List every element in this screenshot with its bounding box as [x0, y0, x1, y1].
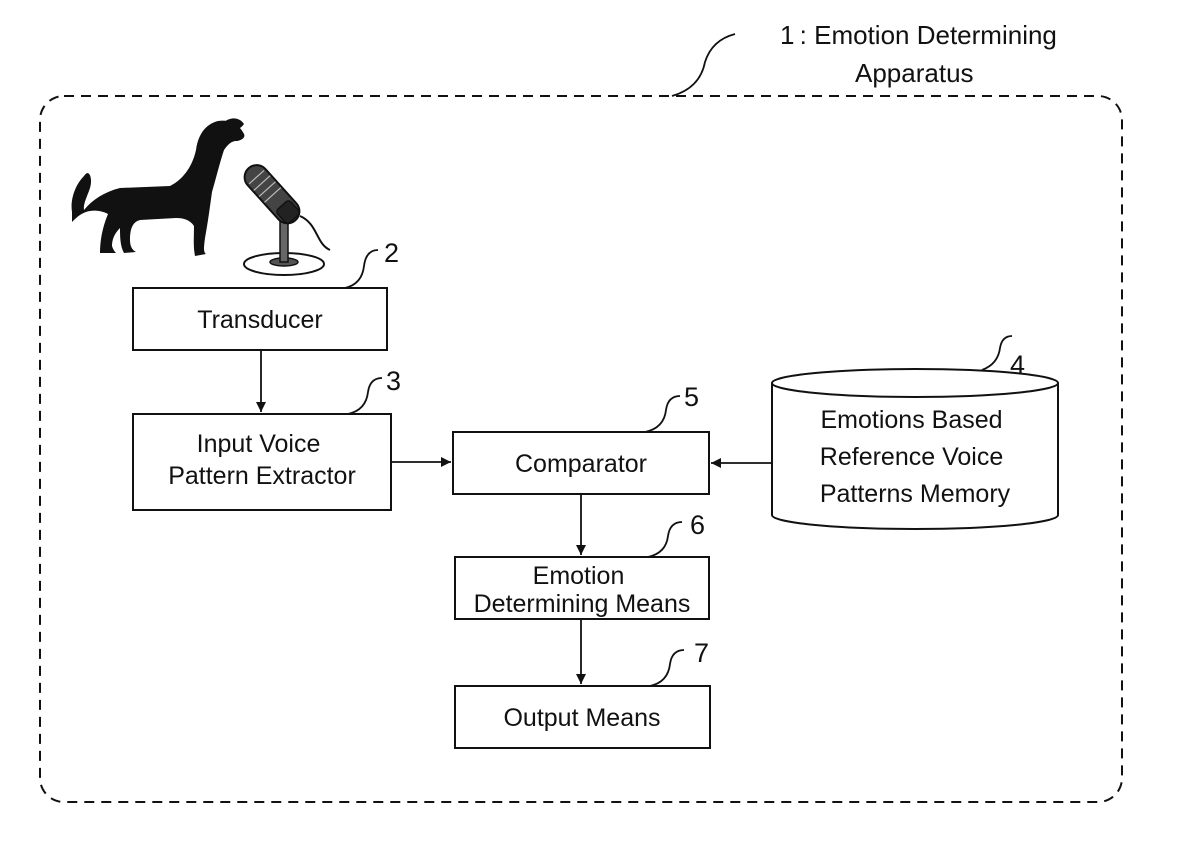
svg-text:Input Voice Pattern Extr: Input Voice Pattern Extractor [168, 430, 356, 490]
transducer-ref: 2 [384, 238, 399, 268]
output-means-block: Output Means [454, 685, 711, 749]
extractor-label-line-2: Pattern Extractor [168, 462, 356, 490]
memory-ref: 4 [1010, 350, 1025, 380]
transducer-leader [344, 249, 379, 289]
comparator-block: Comparator [452, 431, 710, 495]
dog-icon [71, 118, 245, 256]
memory-label-line-3: Patterns Memory [820, 480, 1011, 508]
output-means-leader [649, 649, 685, 687]
output-means-label: Output Means [503, 704, 660, 732]
output-means-ref: 7 [694, 638, 709, 668]
emotion-means-leader [647, 521, 683, 558]
comparator-leader [644, 395, 681, 433]
apparatus-label: 1 : Emotion Determining Apparatus [780, 20, 1064, 88]
apparatus-leader [671, 33, 736, 97]
emotion-means-label-line-1: Emotion [533, 562, 625, 590]
memory-leader [981, 335, 1013, 371]
apparatus-boundary [39, 95, 1123, 803]
emotion-means-label-line-2: Determining Means [474, 590, 691, 618]
apparatus-label-line-1: 1 : Emotion Determining [780, 20, 1057, 50]
transducer-block: Transducer [132, 287, 388, 351]
emotion-means-ref: 6 [690, 510, 705, 540]
extractor-block: Input Voice Pattern Extractor [132, 413, 392, 511]
extractor-label-line-1: Input Voice [197, 430, 321, 458]
emotion-means-block: Emotion Determining Means [454, 556, 710, 620]
memory-block: Emotions Based Reference Voice Patterns … [771, 368, 1059, 530]
extractor-leader [347, 377, 383, 415]
microphone-icon [243, 164, 331, 276]
apparatus-label-line-2: Apparatus [855, 58, 974, 88]
svg-text:Emotions Based Reference: Emotions Based Reference Voice Patterns … [820, 406, 1011, 508]
comparator-ref: 5 [684, 382, 699, 412]
memory-label-line-2: Reference Voice [820, 443, 1003, 471]
transducer-label: Transducer [197, 306, 323, 334]
comparator-label: Comparator [515, 450, 647, 478]
extractor-ref: 3 [386, 366, 401, 396]
svg-text:Emotion Determining Mean: Emotion Determining Means [474, 562, 691, 618]
memory-label-line-1: Emotions Based [821, 406, 1003, 434]
